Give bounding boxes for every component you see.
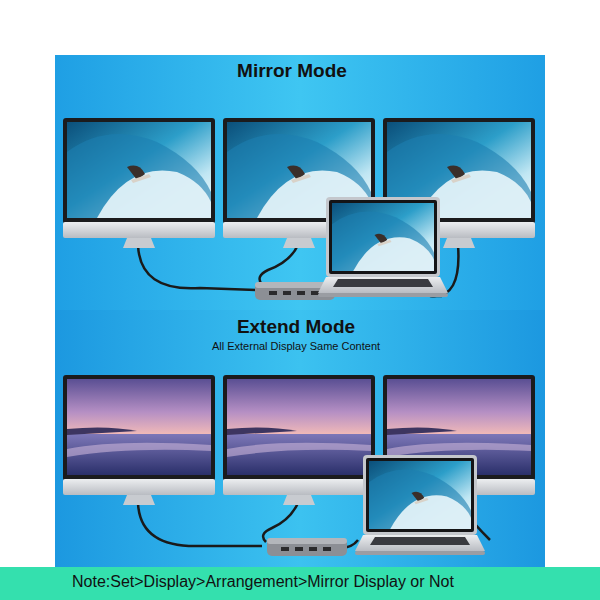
subtitle: All External Display Same Content bbox=[212, 340, 380, 352]
section-title: Mirror Mode bbox=[237, 60, 347, 82]
section-title: Extend Mode bbox=[237, 316, 355, 338]
note-text: Note:Set>Display>Arrangement>Mirror Disp… bbox=[72, 573, 454, 591]
